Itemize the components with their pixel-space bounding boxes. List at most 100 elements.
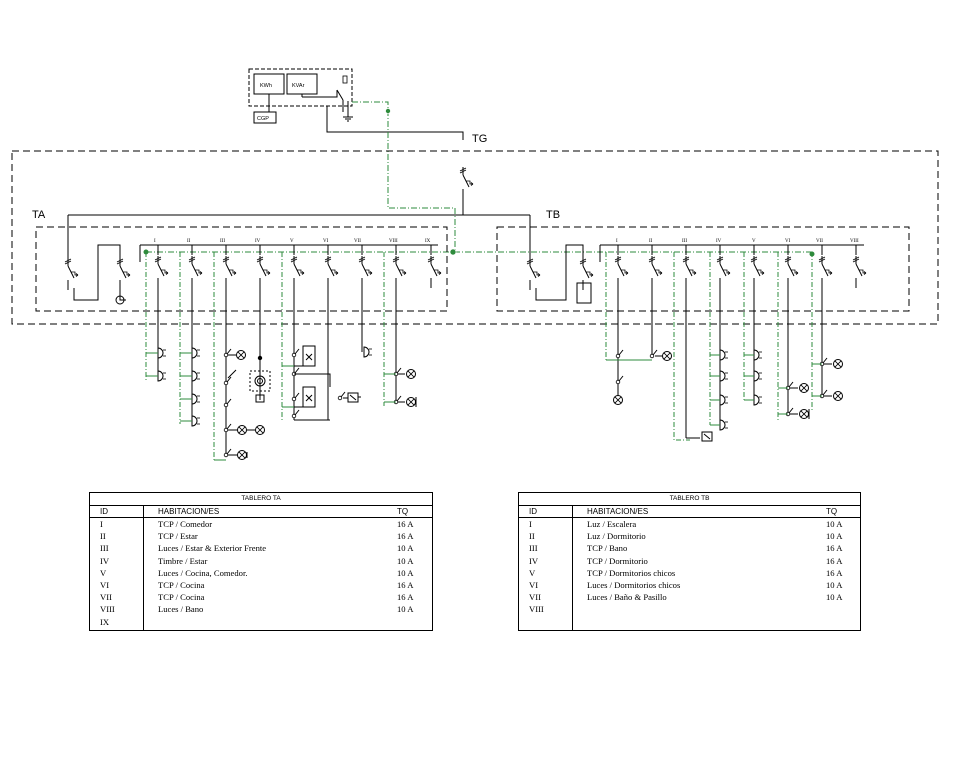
circuit-id: VII — [816, 239, 823, 244]
cell-tq: 10 A — [397, 604, 414, 615]
cell-room: TCP / Dormitorio — [587, 555, 648, 566]
tb-circuit-ids: I II III IV V VI VII VIII — [616, 239, 859, 244]
col-header-id: ID — [529, 507, 537, 516]
table-row: II TCP / Estar 16 A — [90, 530, 432, 542]
tb-loads — [605, 252, 843, 442]
circuit-id: II — [187, 239, 191, 244]
circuit-id: VIII — [389, 239, 398, 244]
cgp-box — [253, 111, 277, 124]
cell-tq: 10 A — [826, 519, 843, 529]
circuit-id: IX — [425, 239, 431, 244]
cell-id: VIII — [529, 604, 544, 615]
cell-room: TCP / Bano — [587, 543, 628, 554]
ground-conductor — [146, 101, 812, 253]
cell-tq: 16 A — [397, 531, 414, 542]
kvar-label: KVAr — [292, 83, 305, 89]
circuit-id: I — [616, 239, 618, 244]
col-header-tq: TQ — [826, 507, 838, 516]
cell-tq: 16 A — [397, 519, 414, 529]
cell-tq: 10 A — [826, 531, 843, 542]
cell-room: Luces / Estar & Exterior Frente — [158, 543, 267, 554]
circuit-id: IV — [716, 239, 722, 244]
cell-id: VIII — [100, 604, 115, 615]
cell-room: TCP / Cocina — [158, 579, 205, 590]
ta-label: TA — [32, 209, 46, 221]
col-header-room: HABITACION/ES — [587, 507, 649, 516]
cell-id: VII — [529, 592, 541, 603]
circuit-id: I — [154, 239, 156, 244]
cell-room: Luces / Baño & Pasillo — [587, 592, 667, 603]
cell-id: VI — [100, 579, 110, 590]
cell-id: I — [529, 519, 532, 529]
circuit-id: V — [752, 239, 756, 244]
cell-id: III — [529, 543, 538, 554]
cell-tq: 10 A — [826, 592, 843, 603]
meter-box: KWh KVAr CGP — [248, 68, 464, 140]
table-row: VII TCP / Cocina 16 A — [90, 591, 432, 603]
electrical-single-line-diagram: KWh KVAr CGP TG TA — [11, 68, 939, 461]
table-row: VIII Luces / Bano 10 A — [90, 603, 432, 615]
cell-tq: 10 A — [826, 579, 843, 590]
tb-label: TB — [546, 209, 560, 221]
table-body: I Luz / Escalera 10 A II Luz / Dormitorio 10… — [519, 518, 860, 616]
cell-room: Luces / Dormitorios chicos — [587, 579, 681, 590]
cell-tq: 10 A — [397, 567, 414, 578]
cell-id: II — [100, 531, 106, 542]
cgp-label: CGP — [257, 116, 269, 122]
cell-tq: 16 A — [397, 579, 414, 590]
tg-label: TG — [472, 133, 487, 145]
panel-tb: TB I II III IV V VI VII VIII — [496, 209, 910, 312]
cell-tq: 16 A — [826, 543, 843, 554]
table-header: ID HABITACION/ES TQ — [90, 506, 432, 518]
table-header: ID HABITACION/ES TQ — [519, 506, 860, 518]
kwh-label: KWh — [260, 83, 272, 89]
circuit-id: III — [682, 239, 687, 244]
cell-room: TCP / Cocina — [158, 592, 205, 603]
table-row: V Luces / Cocina, Comedor. 10 A — [90, 567, 432, 579]
table-tablero-tb: TABLERO TB ID HABITACION/ES TQ I Luz / Es… — [518, 492, 861, 631]
cell-id: VI — [529, 579, 539, 590]
cell-id: V — [100, 567, 107, 578]
col-header-room: HABITACION/ES — [158, 507, 220, 516]
circuit-id: III — [220, 239, 225, 244]
table-row: VII Luces / Baño & Pasillo 10 A — [519, 591, 860, 603]
cell-room: Luz / Dormitorio — [587, 531, 646, 542]
cell-room: TCP / Dormitorios chicos — [587, 567, 676, 578]
table-row: IX — [90, 616, 432, 628]
circuit-id: IV — [255, 239, 261, 244]
cell-id: IX — [100, 616, 110, 627]
circuit-id: VI — [323, 239, 329, 244]
table-row: VI TCP / Cocina 16 A — [90, 579, 432, 591]
circuit-id: VI — [785, 239, 791, 244]
table-row: VIII — [519, 603, 860, 615]
panel-ta: TA I II III IV V VI VII VIII IX — [32, 209, 448, 312]
circuit-id: VII — [354, 239, 361, 244]
circuit-id: II — [649, 239, 653, 244]
cell-id: IV — [529, 555, 539, 566]
cell-room: TCP / Estar — [158, 531, 198, 542]
cell-id: IV — [100, 555, 110, 566]
col-header-id: ID — [100, 507, 108, 516]
cell-id: V — [529, 567, 536, 578]
cell-room: TCP / Comedor — [158, 519, 213, 529]
table-title: TABLERO TB — [519, 493, 860, 506]
panel-enclosure — [11, 150, 939, 325]
table-row: II Luz / Dormitorio 10 A — [519, 530, 860, 542]
circuit-id: V — [290, 239, 294, 244]
cell-id: III — [100, 543, 109, 554]
table-row: III TCP / Bano 16 A — [519, 542, 860, 554]
cell-room: Luz / Escalera — [587, 519, 637, 529]
circuit-id: VIII — [850, 239, 859, 244]
cell-id: VII — [100, 592, 112, 603]
tg-main-breaker: TG — [459, 133, 487, 215]
cell-room: Luces / Cocina, Comedor. — [158, 567, 248, 578]
cell-room: Luces / Bano — [158, 604, 204, 615]
cell-tq: 16 A — [397, 592, 414, 603]
ta-loads — [145, 252, 417, 461]
cell-id: II — [529, 531, 535, 542]
